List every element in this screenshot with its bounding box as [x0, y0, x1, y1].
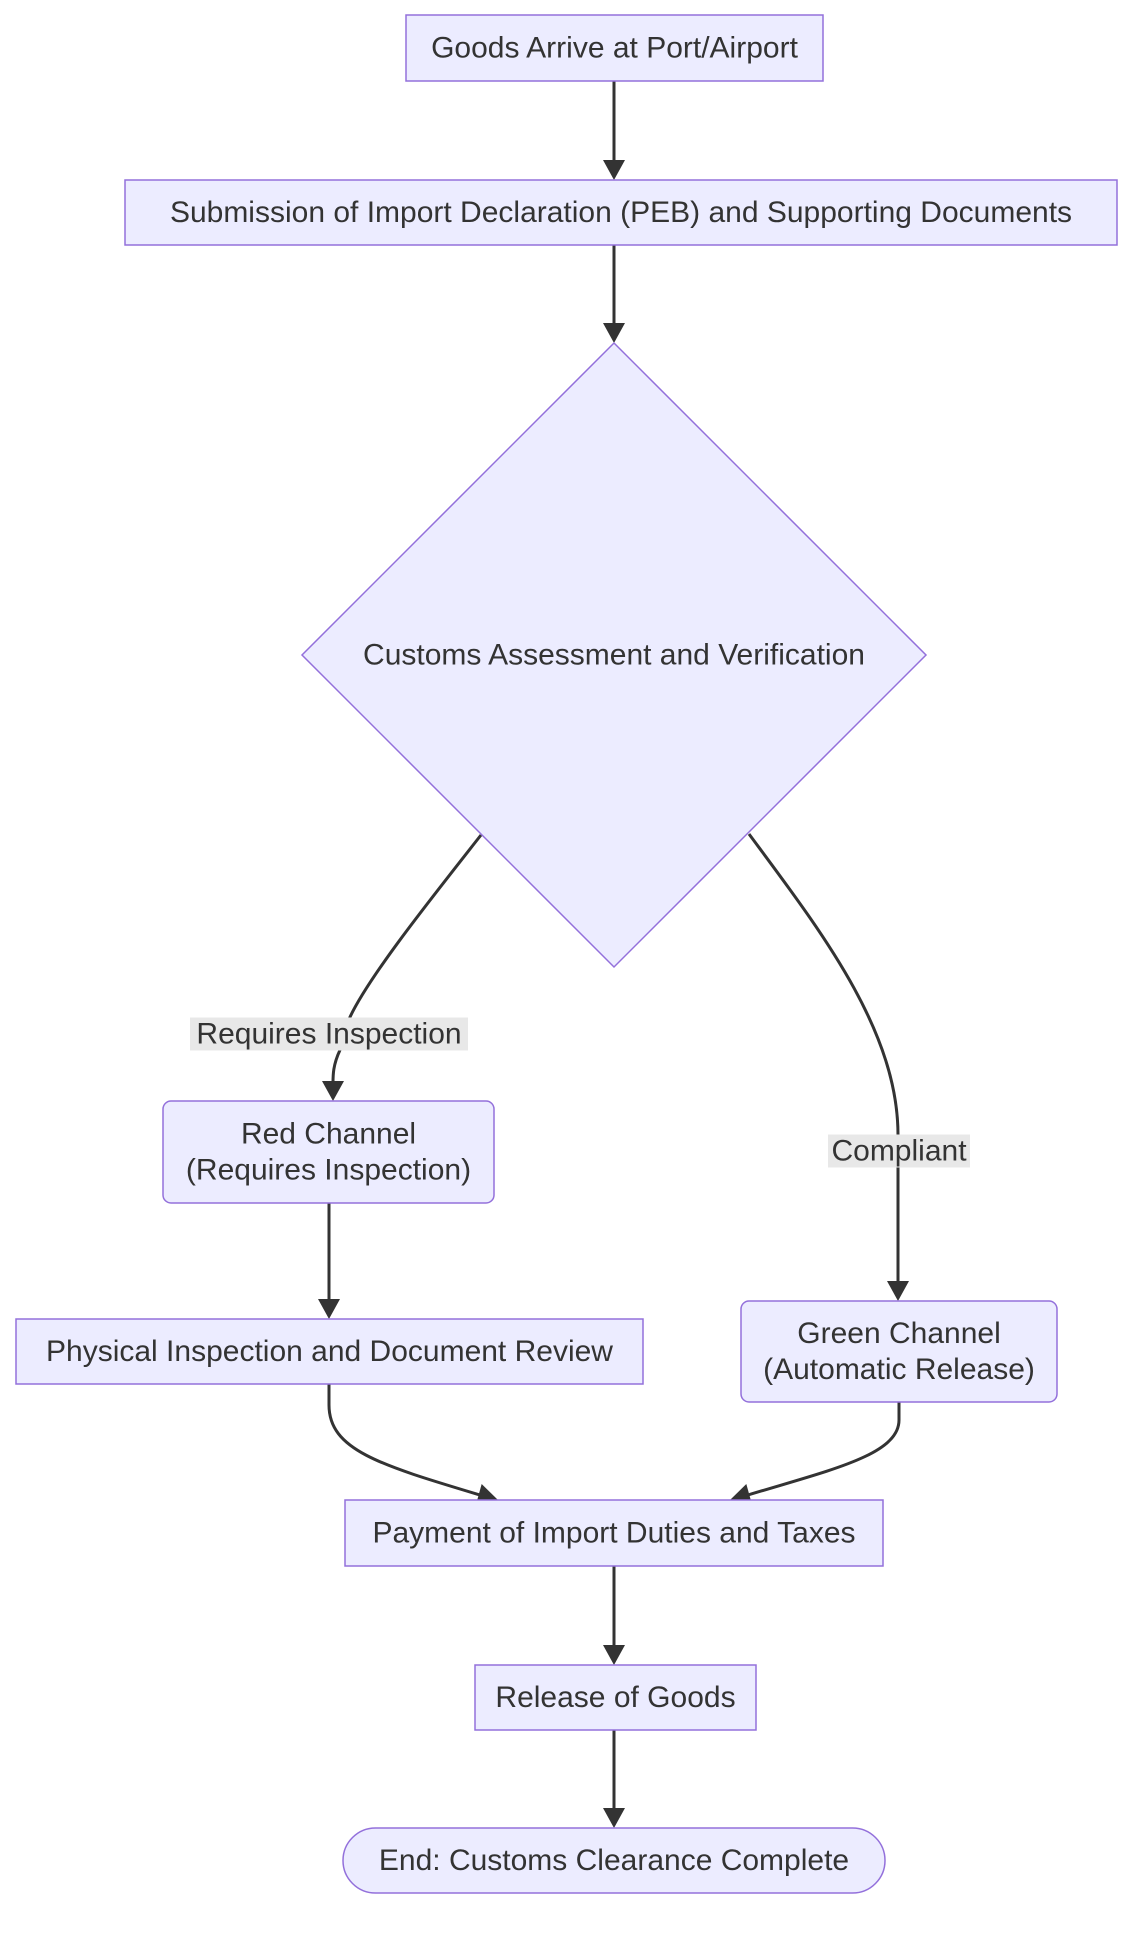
edge-label-background — [828, 1134, 970, 1168]
edge-assess-green — [747, 833, 909, 1301]
edge-red-inspect — [318, 1203, 340, 1319]
arrowhead-icon — [318, 1299, 340, 1319]
node-label: End: Customs Clearance Complete — [379, 1844, 849, 1877]
edge-line — [327, 1384, 481, 1497]
rounded-box — [740, 1300, 1058, 1403]
edge-green-payment — [730, 1402, 901, 1506]
node-label: Submission of Import Declaration (PEB) a… — [170, 196, 1072, 229]
process-box — [405, 14, 824, 82]
arrowhead-icon — [603, 1645, 625, 1665]
process-box — [15, 1318, 644, 1385]
node-green: Green Channel(Automatic Release) — [740, 1300, 1058, 1403]
node-submit: Submission of Import Declaration (PEB) a… — [124, 179, 1118, 246]
edge-release-end — [603, 1730, 625, 1828]
node-label: (Requires Inspection) — [186, 1154, 471, 1187]
node-label: Payment of Import Duties and Taxes — [372, 1517, 855, 1550]
node-assess: Customs Assessment and Verification — [300, 341, 928, 969]
edge-inspect-payment — [327, 1384, 498, 1506]
edges-layer — [318, 81, 909, 1828]
node-arrive: Goods Arrive at Port/Airport — [405, 14, 824, 82]
node-label: Goods Arrive at Port/Airport — [431, 32, 798, 65]
node-label: Release of Goods — [495, 1681, 735, 1714]
edge-label-text: Requires Inspection — [196, 1018, 461, 1051]
node-end: End: Customs Clearance Complete — [342, 1827, 886, 1894]
arrowhead-icon — [603, 160, 625, 180]
edge-label-text: Compliant — [831, 1135, 967, 1168]
node-label: Physical Inspection and Document Review — [46, 1335, 613, 1368]
edge-label-compliant: Compliant — [828, 1134, 970, 1168]
edge-payment-release — [603, 1566, 625, 1665]
arrowhead-icon — [322, 1081, 344, 1101]
node-label: Green Channel — [797, 1317, 1000, 1350]
rounded-box — [162, 1100, 495, 1204]
node-label: (Automatic Release) — [763, 1353, 1035, 1386]
edge-label-background — [190, 1017, 468, 1051]
node-label: Customs Assessment and Verification — [363, 639, 865, 672]
edge-line — [331, 834, 483, 1084]
node-label: Red Channel — [241, 1118, 416, 1151]
node-red: Red Channel(Requires Inspection) — [162, 1100, 495, 1204]
edge-label-requires-inspection: Requires Inspection — [190, 1017, 468, 1051]
edge-assess-red — [322, 834, 483, 1101]
edge-submit-assess — [603, 245, 625, 343]
process-box — [474, 1664, 757, 1731]
decision-diamond — [300, 341, 928, 969]
edge-arrive-submit — [603, 81, 625, 180]
process-box — [124, 179, 1118, 246]
arrowhead-icon — [887, 1281, 909, 1301]
arrowhead-icon — [603, 1808, 625, 1828]
arrowhead-icon — [603, 323, 625, 343]
edge-line — [747, 833, 900, 1283]
edge-line — [747, 1402, 901, 1497]
terminal-stadium — [342, 1827, 886, 1894]
node-inspect: Physical Inspection and Document Review — [15, 1318, 644, 1385]
node-release: Release of Goods — [474, 1664, 757, 1731]
node-payment: Payment of Import Duties and Taxes — [344, 1499, 884, 1567]
process-box — [344, 1499, 884, 1567]
